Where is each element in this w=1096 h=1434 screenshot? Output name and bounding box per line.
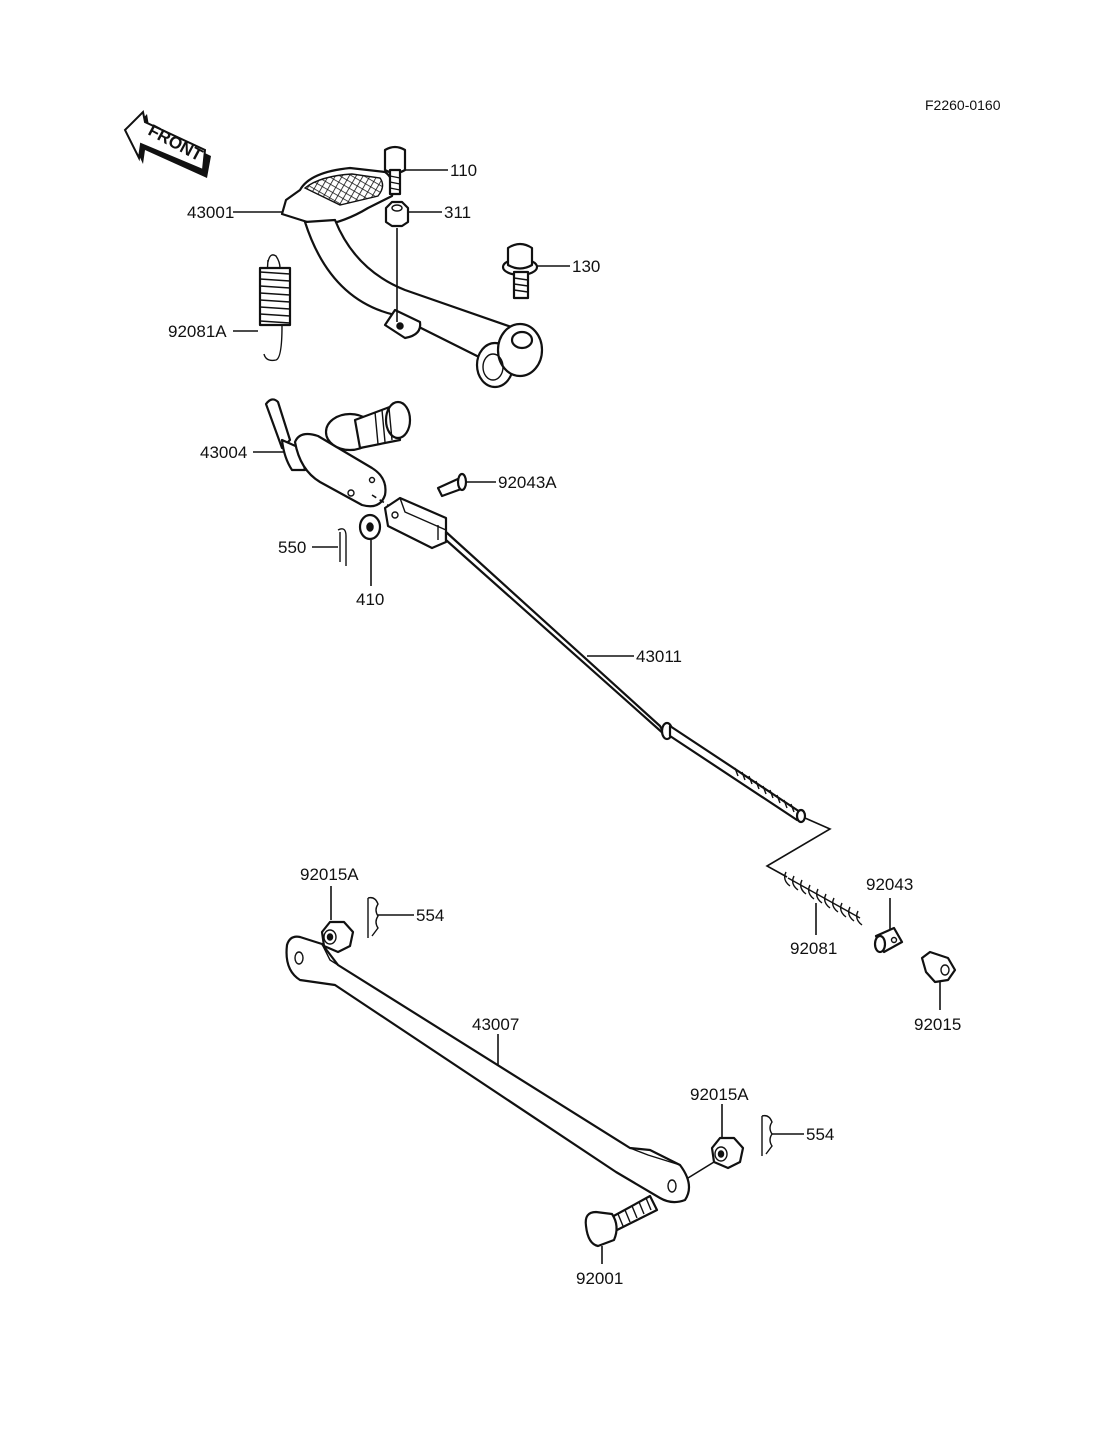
cotter-pin-550[interactable]	[337, 528, 347, 566]
label-554-upper: 554	[416, 906, 444, 925]
nut-92015A-lower[interactable]	[710, 1136, 745, 1170]
label-92015A-upper: 92015A	[300, 865, 359, 884]
label-311: 311	[444, 203, 471, 222]
label-43001: 43001	[187, 203, 234, 222]
bolt-92001[interactable]	[584, 1194, 659, 1248]
label-43004: 43004	[200, 443, 247, 462]
label-130: 130	[572, 257, 600, 276]
nut-311[interactable]	[384, 200, 410, 228]
label-550: 550	[278, 538, 306, 557]
lever-43004[interactable]	[264, 398, 412, 508]
spring-92081A[interactable]	[258, 254, 292, 362]
label-410: 410	[356, 590, 384, 609]
label-92043: 92043	[866, 875, 913, 894]
label-43007: 43007	[472, 1015, 519, 1034]
nut-92015A-upper[interactable]	[320, 920, 355, 954]
label-92081A: 92081A	[168, 322, 227, 341]
joint-92043[interactable]	[873, 926, 904, 954]
label-110: 110	[450, 161, 477, 180]
spring-92081[interactable]	[783, 871, 863, 926]
label-43011: 43011	[636, 647, 682, 666]
washer-410[interactable]	[358, 513, 382, 541]
clip-554-lower[interactable]	[761, 1114, 773, 1156]
label-92081: 92081	[790, 939, 837, 958]
clip-554-upper[interactable]	[367, 896, 379, 938]
reference-code: F2260-0160	[925, 97, 1001, 113]
adjuster-nut-92015[interactable]	[920, 950, 957, 984]
brake-rod-43011[interactable]	[383, 496, 807, 824]
front-arrow-icon: FRONT	[123, 109, 211, 178]
label-92015: 92015	[914, 1015, 961, 1034]
torque-link-43007[interactable]	[285, 935, 691, 1204]
label-554-lower: 554	[806, 1125, 834, 1144]
pin-92043A[interactable]	[436, 472, 468, 498]
brake-pedal-43001[interactable]	[280, 166, 544, 389]
bolt-130[interactable]	[501, 242, 539, 300]
label-92015A-lower: 92015A	[690, 1085, 749, 1104]
label-92001: 92001	[576, 1269, 623, 1288]
label-92043A: 92043A	[498, 473, 557, 492]
